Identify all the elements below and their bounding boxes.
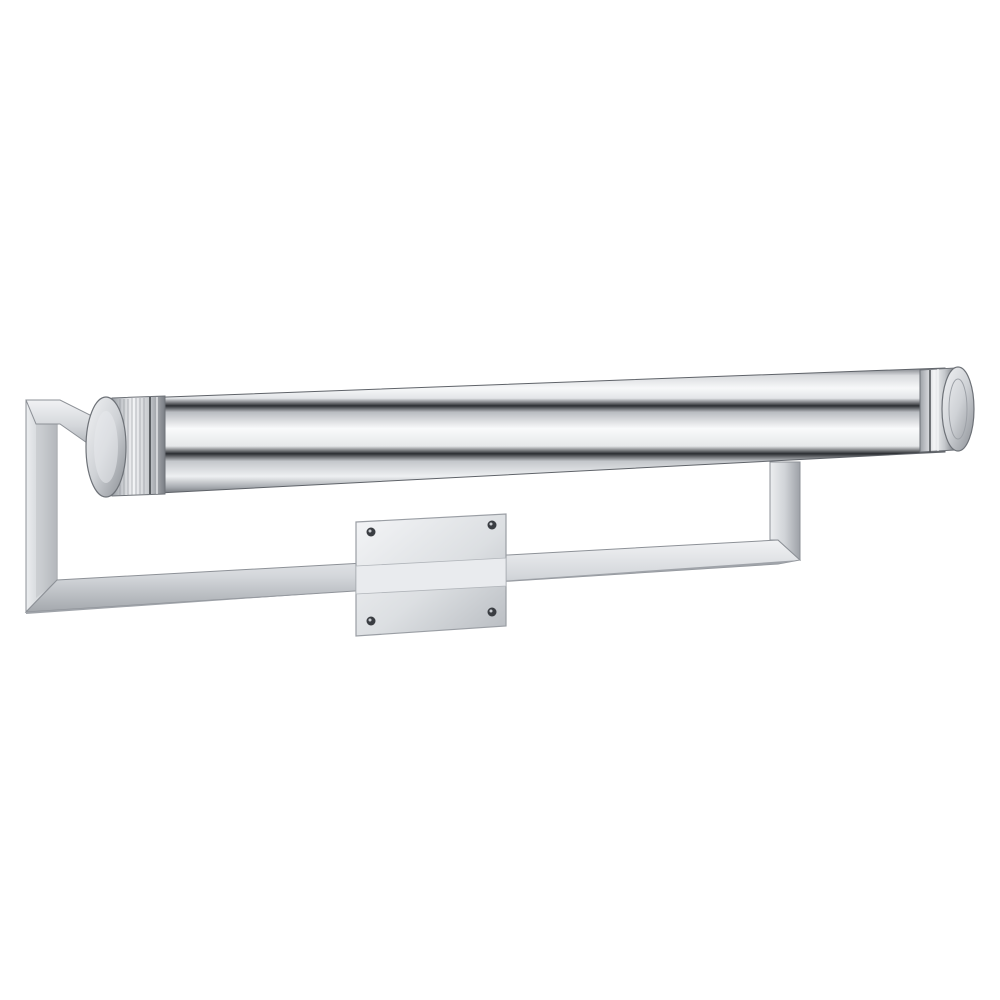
screw-highlight <box>368 618 372 622</box>
tube-body <box>139 367 946 495</box>
right-end-cap <box>941 366 975 452</box>
left-bar-inner-face <box>36 424 57 598</box>
screw-highlight <box>489 522 493 526</box>
screw-highlight <box>368 529 372 533</box>
lamp-tube <box>85 366 975 498</box>
screw-highlight <box>489 609 493 613</box>
plate-crossbar <box>355 557 507 595</box>
wall-plate <box>355 513 507 637</box>
right-cap-inner-ring <box>948 378 968 440</box>
right-vertical-bar <box>769 461 801 562</box>
left-cap-highlight <box>94 411 118 483</box>
